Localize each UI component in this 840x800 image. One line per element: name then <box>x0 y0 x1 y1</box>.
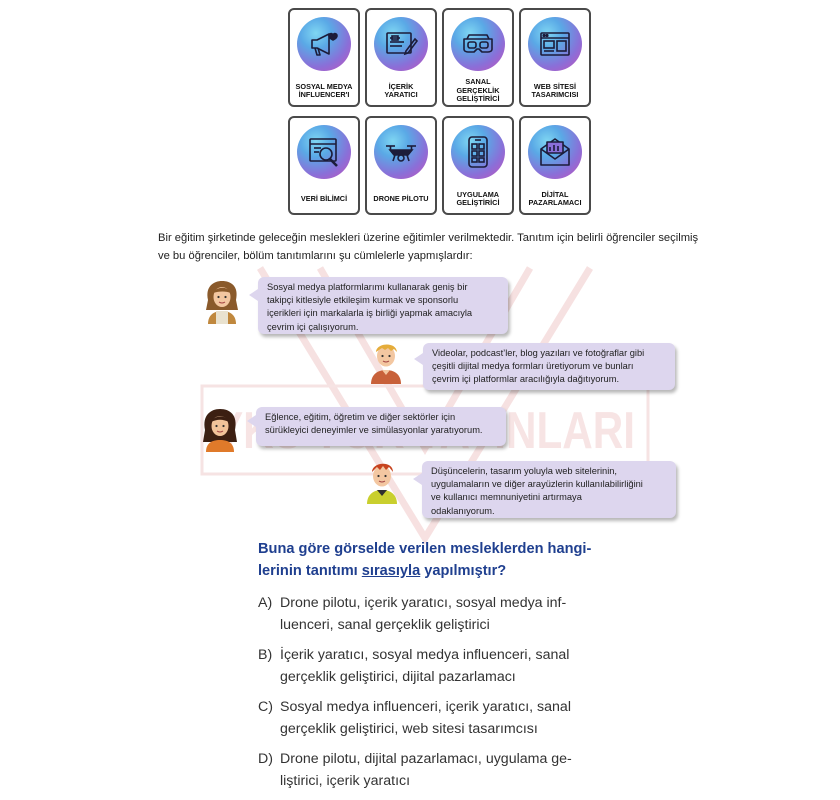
question-line: lerinin tanıtımı sırasıyla yapılmıştır? <box>258 560 598 582</box>
job-card-social-media-influencer: SOSYAL MEDYA İNFLUENCER'I <box>288 8 360 107</box>
option-letter: D) <box>258 751 273 767</box>
answer-option-a[interactable]: A) Drone pilotu, içerik yaratıcı, sosyal… <box>258 592 598 636</box>
bubble-line: çeşitli dijital medya formları üretiyoru… <box>432 361 634 372</box>
bubble-line: sürükleyici deneyimler ve simülasyonlar … <box>265 425 483 436</box>
bubble-line: uygulamaların ve diğer arayüzlerin kulla… <box>431 479 643 490</box>
option-line: luenceri, sanal gerçeklik geliştirici <box>280 617 490 633</box>
job-card-data-scientist: VERİ BİLİMCİ <box>288 116 360 215</box>
speech-bubble-2: Videolar, podcast’ler, blog yazıları ve … <box>414 343 675 390</box>
job-card-app-developer: UYGULAMA GELİŞTİRİCİ <box>442 116 514 215</box>
student-girl-avatar <box>206 281 238 324</box>
bubble-line: ve kullanıcı memnuniyetini artırmaya <box>431 492 582 503</box>
job-card-vr-developer: SANAL GERÇEKLİK GELİŞTİRİCİ <box>442 8 514 107</box>
bubble-line: içerikleri için markalarla iş birliği ya… <box>267 308 473 319</box>
job-card-digital-marketer: DİJİTAL PAZARLAMACI <box>519 116 591 215</box>
bubble-line: Sosyal medya platformlarımı kullanarak g… <box>267 282 468 292</box>
vr-headset-icon <box>451 17 505 71</box>
answer-option-b[interactable]: B) İçerik yaratıcı, sosyal medya influen… <box>258 644 598 688</box>
option-line: gerçeklik geliştirici, dijital pazarlama… <box>280 669 516 685</box>
answer-option-c[interactable]: C) Sosyal medya influenceri, içerik yara… <box>258 696 598 740</box>
student-boy-avatar <box>367 463 397 504</box>
speech-bubble-4: Düşüncelerin, tasarım yoluyla web sitele… <box>413 461 676 518</box>
question-text: lerinin tanıtımı <box>258 563 362 579</box>
intro-line: Bir eğitim şirketinde geleceğin meslekle… <box>158 232 699 244</box>
question-line: Buna göre görselde verilen mesleklerden … <box>258 541 592 557</box>
option-line: Drone pilotu, içerik yaratıcı, sosyal me… <box>280 595 567 611</box>
intro-paragraph: Bir eğitim şirketinde geleceğin meslekle… <box>158 229 758 265</box>
job-card-label: DİJİTAL PAZARLAMACI <box>528 189 582 207</box>
job-card-label: SANAL GERÇEKLİK GELİŞTİRİCİ <box>456 77 500 104</box>
option-line: İçerik yaratıcı, sosyal medya influencer… <box>280 647 570 663</box>
question-stem: Buna göre görselde verilen mesleklerden … <box>258 538 598 582</box>
question-text: yapılmıştır? <box>420 563 507 579</box>
question-underlined-word: sırasıyla <box>361 563 421 579</box>
student-boy-avatar <box>371 344 401 384</box>
bubble-line: çevrim içi platformlar aracılığıyla dağı… <box>432 374 620 385</box>
drone-icon <box>374 125 428 179</box>
job-card-label: SOSYAL MEDYA İNFLUENCER'I <box>295 81 353 99</box>
option-line: liştirici, içerik yaratıcı <box>280 773 411 789</box>
option-line: gerçeklik geliştirici, web sitesi tasarı… <box>280 721 538 737</box>
job-card-label: UYGULAMA GELİŞTİRİCİ <box>456 189 500 207</box>
job-card-web-designer: WEB SİTESİ TASARIMCISI <box>519 8 591 107</box>
email-marketing-icon <box>528 125 582 179</box>
job-card-label: VERİ BİLİMCİ <box>300 193 348 203</box>
bubble-line: çevrim içi çalışıyorum. <box>267 321 359 332</box>
speech-bubble-1: Sosyal medya platformlarımı kullanarak g… <box>249 277 508 334</box>
writing-document-icon <box>374 17 428 71</box>
megaphone-heart-icon <box>297 17 351 71</box>
intro-line: ve bu öğrenciler, bölüm tanıtımlarını şu… <box>158 250 473 262</box>
job-card-label: WEB SİTESİ TASARIMCISI <box>531 81 579 99</box>
option-letter: C) <box>258 699 273 715</box>
job-card-content-creator: İÇERİK YARATICI <box>365 8 437 107</box>
speech-bubble-3: Eğlence, eğitim, öğretim ve diğer sektör… <box>247 407 506 446</box>
mobile-app-icon <box>451 125 505 179</box>
job-card-drone-pilot: DRONE PİLOTU <box>365 116 437 215</box>
answer-option-d[interactable]: D) Drone pilotu, dijital pazarlamacı, uy… <box>258 748 598 792</box>
web-browser-icon <box>528 17 582 71</box>
bubble-line: Düşüncelerin, tasarım yoluyla web sitele… <box>431 466 618 476</box>
student-girl-avatar <box>203 409 237 452</box>
data-magnifier-icon <box>297 125 351 179</box>
bubble-line: Videolar, podcast’ler, blog yazıları ve … <box>432 348 645 358</box>
option-letter: A) <box>258 595 273 611</box>
bubble-line: Eğlence, eğitim, öğretim ve diğer sektör… <box>265 412 456 422</box>
option-letter: B) <box>258 647 273 663</box>
option-line: Drone pilotu, dijital pazarlamacı, uygul… <box>280 751 572 767</box>
option-line: Sosyal medya influenceri, içerik yaratıc… <box>280 699 571 715</box>
bubble-line: takipçi kitlesiyle etkileşim kurmak ve s… <box>267 295 459 306</box>
bubble-line: odaklanıyorum. <box>431 505 495 516</box>
job-card-label: DRONE PİLOTU <box>373 193 429 203</box>
job-card-label: İÇERİK YARATICI <box>384 81 418 99</box>
